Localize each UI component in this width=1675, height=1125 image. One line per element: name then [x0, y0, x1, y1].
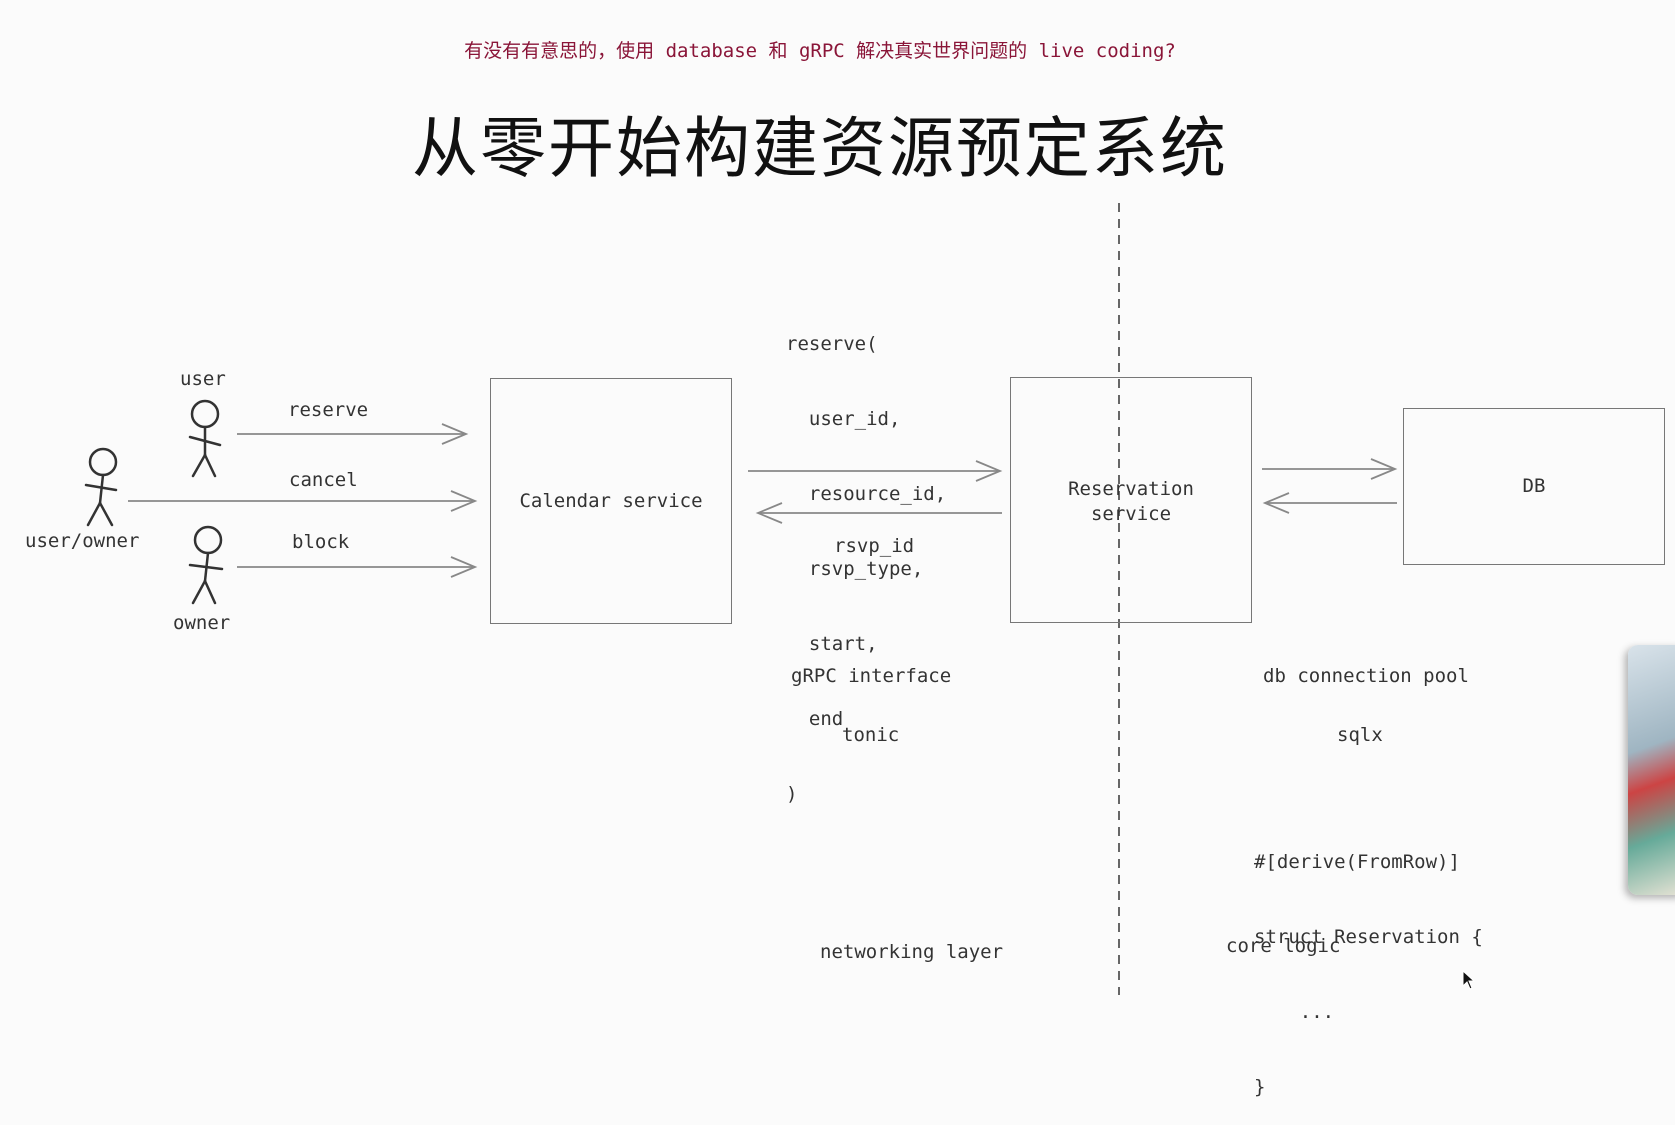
block-label: block	[292, 531, 350, 553]
rpc-call-line: user_id,	[786, 408, 901, 430]
reserve-arrow	[237, 423, 469, 445]
db-request-arrow	[1262, 458, 1398, 480]
rpc-call-line: rsvp_type,	[786, 558, 924, 580]
rpc-call-code: reserve( user_id, resource_id, rsvp_type…	[786, 282, 946, 832]
rpc-return-label: rsvp_id	[834, 535, 915, 557]
rpc-call-line: resource_id,	[786, 483, 947, 505]
webcam-overlay	[1628, 645, 1675, 895]
reserve-label: reserve	[288, 399, 369, 421]
actor-owner-label: owner	[173, 612, 231, 634]
calendar-service-label: Calendar service	[519, 490, 703, 512]
db-connection-pool-label: db connection pool	[1263, 665, 1469, 687]
subtitle: 有没有有意思的，使用 database 和 gRPC 解决真实世界问题的 liv…	[464, 40, 1176, 62]
db-label: DB	[1522, 475, 1546, 497]
cancel-label: cancel	[289, 469, 358, 491]
db-response-arrow	[1262, 492, 1397, 514]
reservation-service-box: Reservation service	[1010, 377, 1252, 623]
user-owner-stick-figure-icon	[84, 447, 118, 527]
db-box: DB	[1403, 408, 1665, 565]
reservation-service-label-line1: Reservation	[1068, 478, 1194, 500]
struct-code-line: ...	[1254, 1001, 1335, 1023]
struct-code: #[derive(FromRow)] struct Reservation { …	[1254, 800, 1483, 1125]
user-stick-figure-icon	[188, 399, 222, 478]
owner-stick-figure-icon	[188, 525, 224, 605]
grpc-interface-label: gRPC interface	[791, 665, 952, 687]
rpc-request-arrow	[748, 460, 1003, 482]
reservation-service-label-line2: service	[1090, 503, 1172, 525]
networking-layer-label: networking layer	[820, 941, 1004, 963]
sqlx-label: sqlx	[1337, 724, 1383, 746]
mouse-cursor-icon	[1462, 970, 1476, 990]
page-title: 从零开始构建资源预定系统	[412, 110, 1228, 187]
rpc-call-line: start,	[786, 633, 878, 655]
block-arrow	[237, 556, 478, 578]
diagram-canvas	[84, 203, 1398, 995]
rpc-call-line: end	[786, 708, 844, 730]
struct-code-line: }	[1254, 1076, 1266, 1098]
struct-code-line: #[derive(FromRow)]	[1254, 851, 1460, 873]
calendar-service-box: Calendar service	[490, 378, 732, 624]
rpc-call-line: reserve(	[786, 333, 878, 355]
core-logic-label: core logic	[1226, 935, 1341, 957]
struct-code-line: struct Reservation {	[1254, 926, 1483, 948]
actor-user-label: user	[180, 368, 226, 390]
rpc-call-line: )	[786, 783, 798, 805]
actor-user-owner-label: user/owner	[25, 530, 140, 552]
rpc-response-arrow	[755, 502, 1002, 524]
cancel-arrow	[128, 490, 478, 512]
tonic-label: tonic	[842, 724, 900, 746]
